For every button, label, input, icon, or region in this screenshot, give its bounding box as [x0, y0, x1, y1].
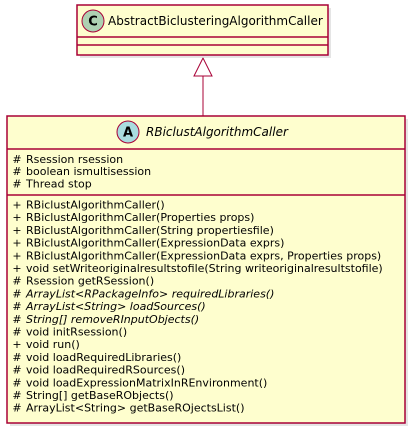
member-visibility: # — [12, 153, 21, 166]
member-visibility: + — [12, 262, 21, 275]
member-visibility: + — [12, 249, 21, 262]
member-visibility: # — [12, 300, 21, 313]
class-method: void run() — [26, 338, 80, 351]
member-visibility: + — [12, 199, 21, 212]
class-method: Rsession getRSession() — [26, 275, 154, 288]
class-name: RBiclustAlgorithmCaller — [146, 125, 289, 139]
abstract-class-stereotype-icon — [116, 120, 140, 144]
member-visibility: + — [12, 211, 21, 224]
member-visibility: # — [12, 364, 21, 377]
class-method: String[] removeRInputObjects() — [26, 313, 199, 326]
class-field: boolean ismultisession — [26, 165, 151, 178]
member-visibility: # — [12, 376, 21, 389]
member-visibility: + — [12, 338, 21, 351]
class-method: RBiclustAlgorithmCaller(ExpressionData e… — [26, 249, 381, 262]
member-visibility: # — [12, 165, 21, 178]
member-visibility: + — [12, 237, 21, 250]
class-method: ArrayList<String> loadSources() — [25, 300, 206, 313]
class-name: AbstractBiclusteringAlgorithmCaller — [108, 14, 323, 28]
member-visibility: # — [12, 402, 21, 415]
class-method: void setWriteoriginalresultstofile(Strin… — [26, 262, 383, 275]
class-rbiclust-algorithm-caller[interactable]: A RBiclustAlgorithmCaller # Rsession rses… — [6, 115, 408, 426]
member-visibility: # — [12, 275, 21, 288]
class-method: void loadRequiredRSources() — [26, 364, 185, 377]
member-visibility: # — [12, 177, 21, 190]
class-method: void loadExpressionMatrixInREnvironment(… — [26, 376, 267, 389]
class-abstract-biclustering-algorithm-caller[interactable]: C AbstractBiclusteringAlgorithmCaller — [76, 4, 331, 58]
class-method: ArrayList<RPackageInfo> requiredLibrarie… — [25, 287, 274, 300]
member-visibility: + — [12, 224, 21, 237]
class-methods: + RBiclustAlgorithmCaller() + RBiclustAlgor… — [12, 199, 382, 415]
class-method: RBiclustAlgorithmCaller(Properties props… — [26, 211, 254, 224]
member-visibility: # — [12, 326, 21, 339]
class-field: Thread stop — [25, 177, 92, 190]
member-visibility: # — [12, 313, 21, 326]
class-stereotype-icon — [81, 9, 105, 33]
class-method: RBiclustAlgorithmCaller(ExpressionData e… — [26, 237, 284, 250]
class-box — [6, 115, 406, 424]
class-stereotype-letter: A — [123, 126, 133, 141]
member-visibility: # — [12, 351, 21, 364]
member-visibility: # — [12, 389, 21, 402]
member-visibility: # — [12, 287, 21, 300]
inheritance-relation — [193, 56, 213, 116]
class-method: RBiclustAlgorithmCaller() — [26, 199, 165, 212]
inheritance-arrowhead — [193, 56, 213, 77]
class-method: ArrayList<String> getBaseROjectsList() — [26, 402, 245, 415]
class-method: void initRsession() — [26, 326, 127, 339]
class-stereotype-letter: C — [88, 15, 98, 30]
class-method: RBiclustAlgorithmCaller(String propertie… — [26, 224, 274, 237]
class-method: String[] getBaseRObjects() — [26, 389, 174, 402]
class-method: void loadRequiredLibraries() — [26, 351, 181, 364]
class-box — [76, 4, 329, 56]
class-field: Rsession rsession — [26, 153, 123, 166]
class-fields: # Rsession rsession # boolean ismultisessio… — [12, 153, 151, 190]
